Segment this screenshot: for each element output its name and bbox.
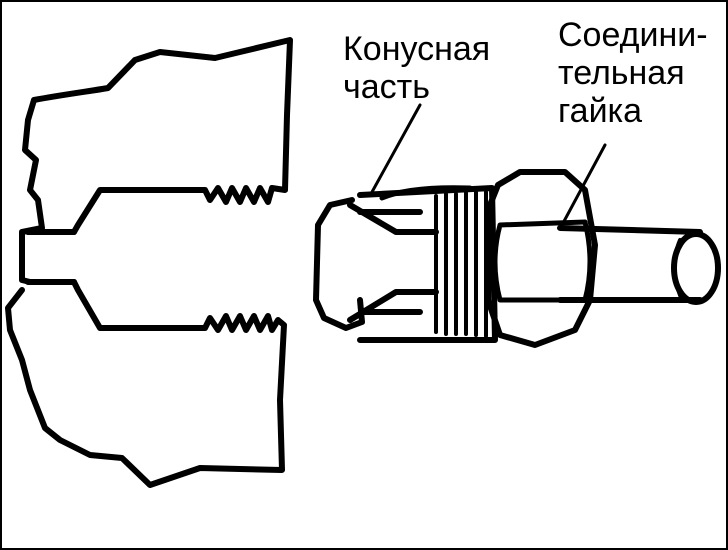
thread-lines (434, 190, 488, 338)
cone-sleeve (313, 197, 439, 331)
fitting-body (357, 185, 498, 343)
port-body-top (19, 37, 293, 271)
union-nut (485, 169, 598, 348)
nut-leader-line (560, 143, 607, 227)
port-bore (25, 229, 77, 285)
nut-label-line-1: Соедини- (558, 16, 708, 54)
nut-label-line-3: гайка (558, 92, 643, 130)
cone-label-line-1: Конусная (343, 30, 491, 68)
cone-leader-line (370, 103, 422, 194)
cone-label-line-2: часть (343, 68, 430, 106)
port-body-bottom (5, 265, 287, 488)
cone-part-label: Конусная часть (343, 30, 490, 106)
nut-label-line-2: тельная (558, 54, 685, 92)
union-nut-label: Соедини- тельная гайка (558, 16, 708, 130)
